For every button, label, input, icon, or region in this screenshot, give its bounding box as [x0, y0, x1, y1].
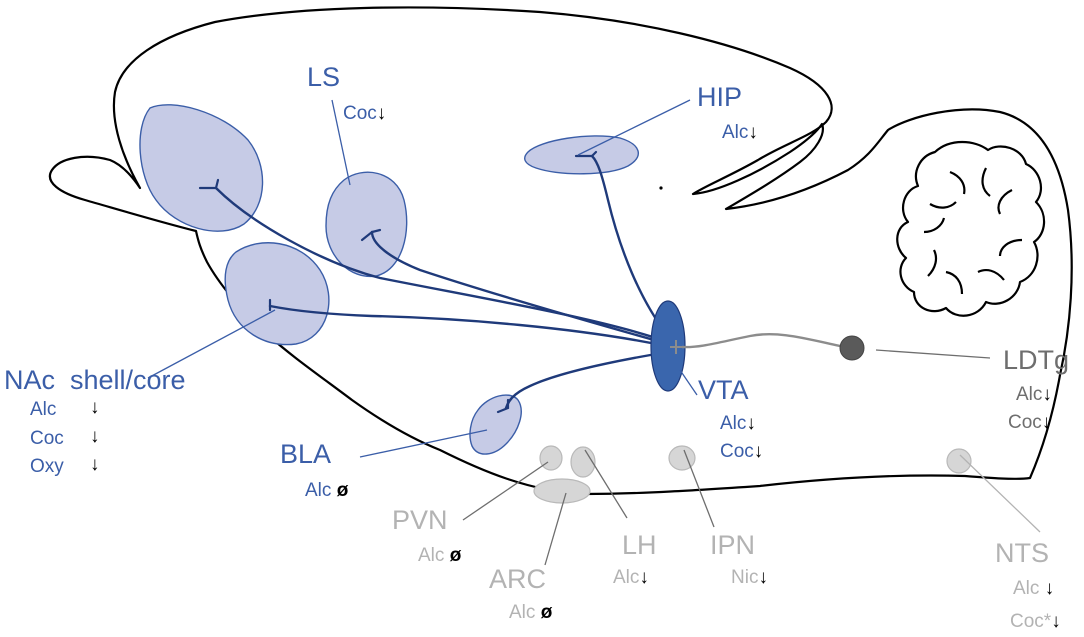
ipn-region — [668, 445, 696, 471]
cortex-speck — [659, 186, 663, 190]
down-arrow-icon: ↓ — [1041, 412, 1052, 433]
down-arrow-icon: ↓ — [746, 413, 756, 434]
nts-region — [946, 448, 972, 474]
vta-effect-coc: Coc↓ — [720, 442, 763, 461]
ls-leader — [331, 99, 351, 186]
lh-label: LH — [622, 530, 657, 560]
bla-effect-drug: Alc — [305, 480, 332, 501]
nac-region — [224, 242, 330, 346]
brain-outline — [48, 6, 1073, 496]
projection-vta-to-ls — [370, 230, 670, 346]
down-arrow-icon: ↓ — [1051, 611, 1061, 632]
null-effect-icon: ø — [540, 602, 553, 623]
down-arrow-icon: ↓ — [1044, 578, 1055, 599]
null-effect-icon: ø — [336, 480, 349, 501]
nts-effect-alc: Alc ↓ — [1013, 579, 1054, 598]
vta-effect-alc: Alc↓ — [720, 414, 756, 433]
arc-label: ARC — [489, 564, 547, 594]
down-arrow-icon: ↓ — [376, 103, 387, 124]
ipn-effect-drug: Nic — [731, 567, 759, 588]
nac-effect-drug: Alc — [30, 399, 57, 420]
arc-region — [533, 478, 591, 504]
ls-effect-coc: Coc↓ — [343, 104, 386, 123]
ipn-label: IPN — [710, 530, 756, 560]
cerebellum-outline — [896, 140, 1046, 317]
nac-label: NAc shell/core — [4, 365, 186, 395]
ldtg-effect-coc: Coc↓ — [1008, 413, 1051, 432]
lh-effect-drug: Alc — [613, 567, 640, 588]
vta-label: VTA — [698, 375, 749, 405]
nac-effect-drug: Oxy — [30, 456, 64, 477]
pvn-effect-alc: Alc ø — [418, 546, 461, 565]
nac-effect-oxy: Oxy — [30, 457, 64, 476]
ls-region-left — [139, 104, 264, 232]
ldtg-effect-drug: Alc — [1016, 384, 1043, 405]
terminal-hip — [574, 150, 598, 158]
down-arrow-icon: ↓ — [90, 426, 100, 447]
ls-effect-drug: Coc — [343, 103, 377, 124]
nac-effect-alc: Alc — [30, 400, 56, 419]
projection-vta-to-ls-left — [214, 186, 670, 344]
ipn-leader — [683, 449, 715, 528]
projection-vta-to-nac — [268, 304, 668, 348]
down-arrow-icon: ↓ — [758, 567, 768, 588]
nts-label: NTS — [995, 538, 1049, 568]
down-arrow-icon: ↓ — [1042, 384, 1052, 405]
pvn-leader — [462, 461, 549, 521]
vta-input-terminal — [670, 340, 682, 354]
nac-leader — [147, 309, 276, 379]
arc-effect-drug: Alc — [509, 602, 536, 623]
null-effect-icon: ø — [449, 545, 462, 566]
ldtg-label: LDTg — [1003, 345, 1070, 375]
ldtg-effect-drug: Coc — [1008, 412, 1042, 433]
nts-effect-coc: Coc*↓ — [1010, 612, 1061, 631]
nts-effect-drug: Coc* — [1010, 611, 1052, 632]
down-arrow-icon: ↓ — [639, 567, 649, 588]
nts-effect-drug: Alc — [1013, 578, 1040, 599]
hip-label: HIP — [697, 82, 743, 112]
ldtg-effect-alc: Alc↓ — [1016, 385, 1052, 404]
terminal-ls — [360, 228, 382, 242]
bla-effect-alc: Alc ø — [305, 481, 348, 500]
pvn-region — [539, 445, 563, 471]
hip-region — [524, 135, 639, 175]
ldtg-leader — [875, 349, 991, 359]
lh-region — [570, 446, 596, 478]
vta-effect-drug: Alc — [720, 413, 747, 434]
ls-region — [325, 171, 408, 278]
pvn-label: PVN — [392, 505, 448, 535]
lh-effect-alc: Alc↓ — [613, 568, 649, 587]
terminal-ls-left — [198, 178, 220, 190]
terminal-bla — [496, 398, 510, 414]
nac-effect-coc: Coc — [30, 429, 64, 448]
ls-label: LS — [307, 62, 341, 92]
vta-leader — [679, 369, 698, 396]
ipn-effect-nic: Nic↓ — [731, 568, 768, 587]
ldtg-nucleus — [839, 335, 865, 361]
lh-leader — [584, 449, 628, 519]
projection-ldtg-to-vta — [681, 333, 851, 350]
down-arrow-icon: ↓ — [90, 397, 100, 418]
down-arrow-icon: ↓ — [753, 441, 764, 462]
nts-leader — [959, 454, 1041, 533]
hip-effect-drug: Alc — [722, 122, 749, 143]
nac-effect-drug: Coc — [30, 428, 64, 449]
projection-vta-to-hip — [590, 154, 670, 338]
bla-leader — [359, 429, 488, 458]
bla-label: BLA — [280, 439, 332, 469]
down-arrow-icon: ↓ — [748, 122, 758, 143]
vta-effect-drug: Coc — [720, 441, 754, 462]
hip-effect-alc: Alc↓ — [722, 123, 758, 142]
arc-leader — [544, 492, 567, 566]
projection-vta-to-bla — [504, 350, 670, 410]
pvn-effect-drug: Alc — [418, 545, 445, 566]
arc-effect-alc: Alc ø — [509, 603, 552, 622]
hip-leader — [577, 99, 691, 156]
bla-region — [469, 394, 522, 455]
down-arrow-icon: ↓ — [90, 454, 100, 475]
